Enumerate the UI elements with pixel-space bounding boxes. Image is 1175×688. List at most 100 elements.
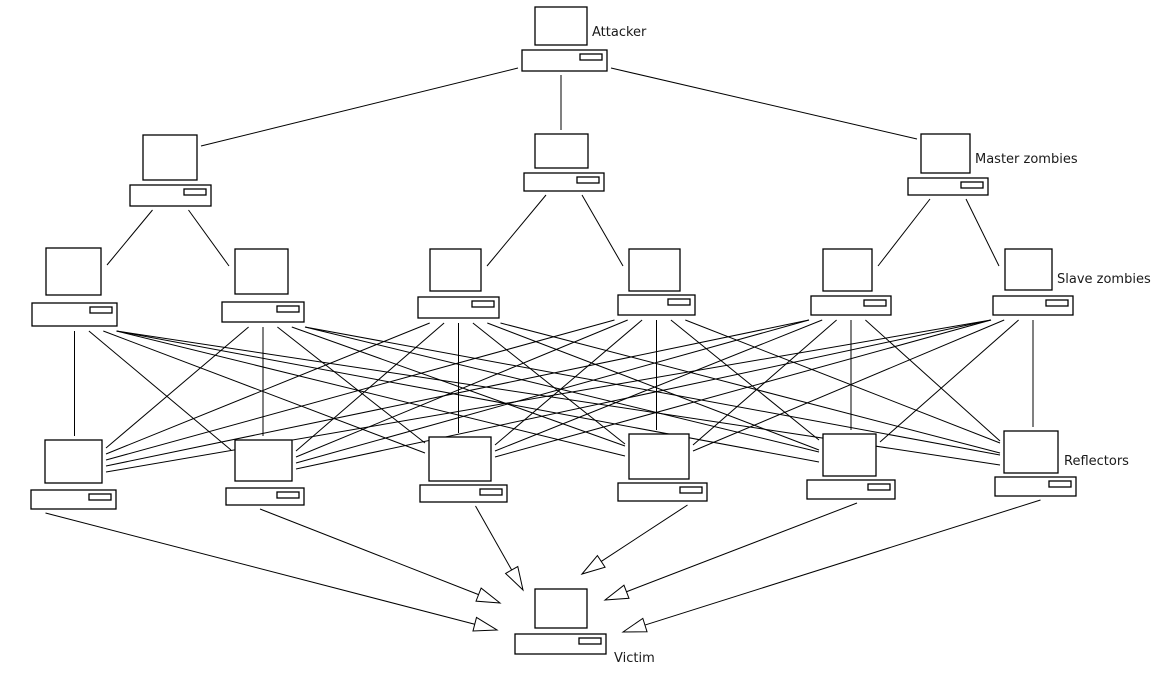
- reflection-edge-s5-r6: [865, 319, 1001, 442]
- computer-node-m3: [907, 133, 989, 196]
- arrowhead-icon: [580, 554, 606, 575]
- monitor-icon: [234, 248, 289, 295]
- edges-layer: [45, 67, 1041, 633]
- drive-bay-icon: [960, 181, 984, 189]
- drive-bay-icon: [276, 491, 300, 499]
- monitor-icon: [142, 134, 198, 181]
- monitor-icon: [428, 436, 492, 482]
- computer-node-s1: [31, 247, 118, 327]
- monitor-icon: [234, 439, 293, 482]
- control-edge-m2-s4: [581, 194, 624, 267]
- drive-bay-icon: [471, 300, 495, 308]
- reflection-edge-s1-r3: [103, 330, 426, 454]
- monitor-icon: [628, 248, 681, 292]
- drive-bay-icon: [579, 53, 603, 61]
- node-label-attacker: Attacker: [592, 25, 647, 40]
- reflection-edge-s1-r5: [116, 330, 820, 463]
- monitor-icon: [45, 247, 102, 296]
- control-edge-a-m3: [610, 67, 918, 140]
- reflection-edge-s4-r6: [685, 319, 1001, 444]
- monitor-icon: [44, 439, 103, 484]
- drive-bay-icon: [88, 493, 112, 501]
- reflection-edge-s4-r5: [670, 319, 820, 441]
- drive-bay-icon: [863, 299, 887, 307]
- attack-edge-r3-victim: [475, 505, 513, 571]
- computer-node-r6: [994, 430, 1077, 497]
- drive-bay-icon: [667, 298, 691, 306]
- reflection-edge-s3-r4: [472, 322, 626, 445]
- control-edge-m1-s2: [188, 209, 230, 267]
- computer-node-m2: [523, 133, 605, 192]
- monitor-icon: [534, 588, 588, 629]
- nodes-layer: [30, 6, 1077, 655]
- reflection-edge-s4-r2: [295, 319, 628, 458]
- control-edge-m1-s1: [106, 209, 153, 266]
- computer-node-a: [521, 6, 608, 72]
- control-edge-m3-s6: [965, 198, 1000, 267]
- reflection-edge-s1-r2: [88, 330, 232, 451]
- reflection-edge-s2-r1: [105, 326, 249, 449]
- node-label-slaves: Slave zombies: [1057, 272, 1151, 287]
- computer-node-s3: [417, 248, 500, 319]
- computer-node-s5: [810, 248, 892, 316]
- monitor-icon: [1003, 430, 1059, 474]
- drive-bay-icon: [183, 188, 207, 196]
- drive-bay-icon: [576, 176, 600, 184]
- arrowhead-icon: [603, 584, 630, 601]
- reflection-edge-s1-r4: [116, 330, 626, 457]
- attack-edge-r5-victim: [626, 502, 858, 593]
- computer-node-r2: [225, 439, 305, 506]
- reflection-edge-s6-r2: [295, 319, 992, 470]
- computer-node-s6: [992, 248, 1074, 316]
- reflection-edge-s6-r4: [692, 319, 1005, 452]
- monitor-icon: [628, 433, 690, 480]
- arrowhead-icon: [472, 616, 499, 632]
- monitor-icon: [822, 248, 873, 292]
- reflection-edge-s4-r3: [494, 319, 643, 446]
- control-edge-a-m1: [200, 67, 519, 147]
- control-edge-m2-s3: [486, 194, 547, 267]
- drive-bay-icon: [276, 305, 300, 313]
- drive-bay-icon: [1045, 299, 1069, 307]
- node-label-reflectors: Reflectors: [1064, 454, 1129, 469]
- reflection-edge-s4-r1: [105, 319, 615, 461]
- drive-bay-icon: [679, 486, 703, 494]
- node-label-masters: Master zombies: [975, 152, 1078, 167]
- reflection-edge-s3-r5: [487, 322, 820, 451]
- computer-node-r3: [419, 436, 508, 503]
- computer-node-r4: [617, 433, 708, 502]
- monitor-icon: [822, 433, 877, 477]
- monitor-icon: [534, 6, 588, 46]
- attack-edge-r1-victim: [45, 512, 475, 625]
- reflection-edge-s6-r5: [879, 319, 1019, 443]
- arrowhead-icon: [504, 565, 524, 592]
- attack-edge-r2-victim: [259, 508, 479, 596]
- arrowhead-icon: [621, 617, 648, 633]
- computer-node-s2: [221, 248, 305, 323]
- monitor-icon: [1004, 248, 1053, 291]
- monitor-icon: [534, 133, 589, 169]
- computer-node-v: [514, 588, 607, 655]
- reflection-edge-s5-r2: [295, 319, 810, 464]
- monitor-icon: [429, 248, 482, 292]
- arrowhead-icon: [475, 587, 502, 604]
- reflection-edge-s5-r1: [105, 319, 810, 467]
- attack-edge-r4-victim: [600, 504, 688, 562]
- reflection-edge-s6-r3: [494, 319, 992, 458]
- drive-bay-icon: [479, 488, 503, 496]
- reflection-edge-s3-r1: [105, 322, 430, 455]
- reflection-edge-s3-r6: [500, 322, 1001, 454]
- computer-node-r5: [806, 433, 896, 500]
- control-edge-m3-s5: [877, 198, 931, 267]
- computer-node-s4: [617, 248, 696, 316]
- attack-edge-r6-victim: [644, 499, 1041, 626]
- monitor-icon: [920, 133, 971, 174]
- computer-node-m1: [129, 134, 212, 207]
- reflection-edge-s2-r5: [304, 326, 820, 453]
- drive-bay-icon: [578, 637, 602, 645]
- reflection-edge-s5-r3: [494, 319, 823, 452]
- drive-bay-icon: [867, 483, 891, 491]
- reflection-edge-s2-r6: [304, 326, 1001, 456]
